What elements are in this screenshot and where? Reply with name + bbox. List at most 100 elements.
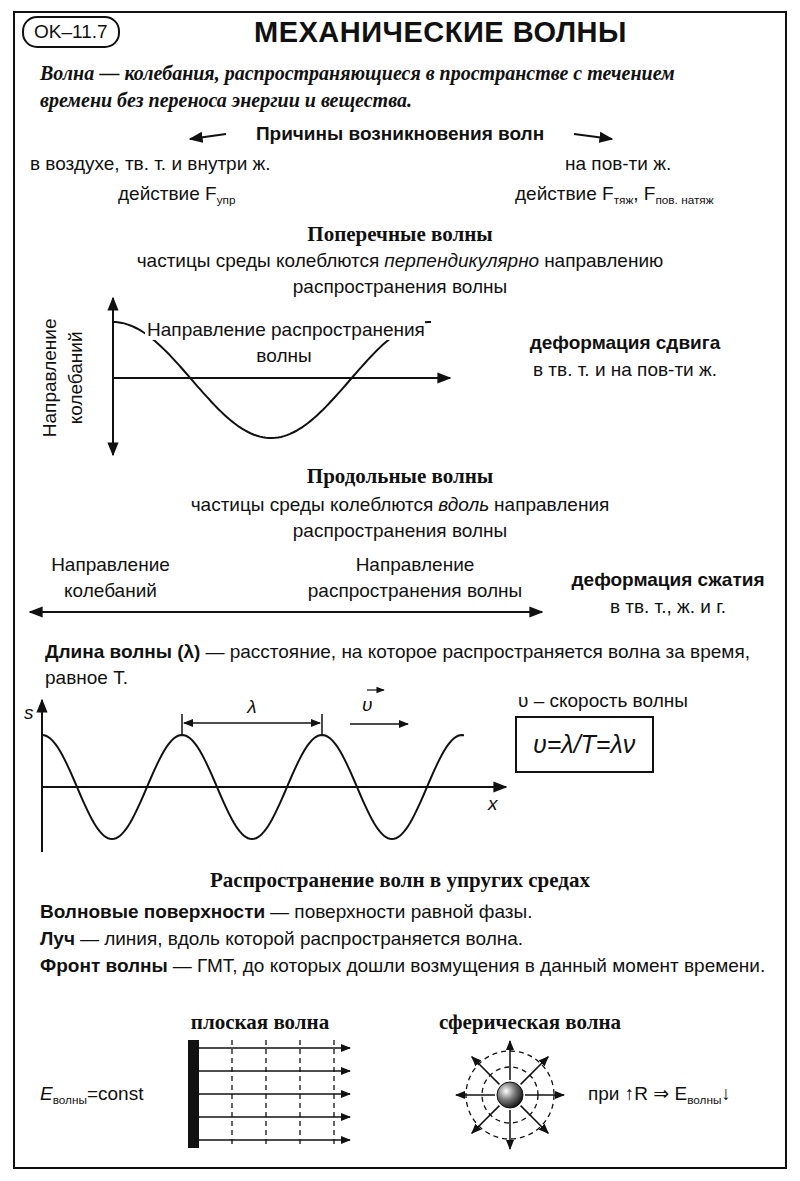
s-axis	[41, 700, 43, 852]
text-line: деформация сжатия	[548, 567, 788, 593]
label-text: Направление распространения волны	[308, 554, 522, 601]
label-text: сферическая волна	[439, 1010, 621, 1034]
label-text: частицы среды колеблются	[191, 494, 434, 515]
label-text: действие F	[118, 183, 217, 204]
text-line: Продольные волны	[200, 462, 600, 491]
ray	[199, 1093, 350, 1095]
text-line: деформация сдвига	[475, 330, 775, 356]
text-line: Длина волны (λ)— расстояние, на которое …	[45, 639, 770, 691]
ray	[509, 1110, 511, 1149]
text-line: Фронт волны— ГМТ, до которых дошли возму…	[40, 953, 780, 979]
text-line: частицы среды колеблютсявдольнаправления…	[150, 492, 650, 544]
text-line: Луч— линия, вдоль которой распространяет…	[40, 926, 780, 952]
text-line: υ	[362, 692, 392, 718]
ray	[456, 1094, 495, 1096]
sheet-code-box: OK–11.7	[22, 16, 120, 48]
text-line: Направление колебаний	[28, 552, 193, 604]
wavelength-arrow	[184, 722, 320, 724]
text-line: на пов-ти ж.	[565, 151, 780, 177]
label-text: x	[488, 793, 498, 814]
text-line: Eволны=const	[40, 1081, 185, 1108]
label-text: υ – скорость волны	[518, 690, 688, 711]
label-text: Распространение волн в упругих средах	[210, 868, 590, 892]
label-text: — ГМТ, до которых дошли возмущения в дан…	[173, 955, 765, 976]
vector-mark	[367, 689, 384, 690]
ray	[472, 1057, 500, 1085]
text-line: Причины возникновения волн	[230, 121, 570, 147]
label-text: Длина волны (λ)	[45, 641, 200, 662]
label-text: действие F	[515, 183, 614, 204]
label-text: вдоль	[438, 494, 489, 515]
text-line: плоская волна	[160, 1008, 360, 1037]
plane-wave	[199, 1040, 350, 1148]
text-line: Поперечные волны	[200, 220, 600, 249]
text-line: υ – скорость волны	[518, 688, 778, 714]
ray	[199, 1116, 350, 1118]
label-text: деформация сжатия	[572, 569, 765, 590]
wavelength-tick	[181, 714, 183, 734]
label-text: ↓	[721, 1083, 731, 1104]
text-line: s	[24, 700, 44, 726]
ray	[199, 1047, 350, 1049]
label-text: Направление распространения волны	[145, 319, 425, 366]
text-line: Волновые поверхности— поверхности равной…	[40, 899, 780, 925]
cause-arrow	[190, 134, 226, 139]
label-text: деформация сдвига	[530, 332, 721, 353]
label-text: тяж	[614, 193, 634, 206]
label-text: Фронт волны	[40, 955, 168, 976]
text-line: частицы среды колеблютсяперпендикулярнон…	[80, 248, 720, 300]
label-text: Причины возникновения волн	[256, 123, 544, 144]
label-text: Продольные волны	[307, 464, 493, 488]
label-text: Волна	[40, 62, 94, 84]
text-line: Направление колебаний	[37, 315, 89, 440]
ray	[521, 1057, 549, 1085]
text-line: x	[488, 791, 512, 817]
spherical-wave	[456, 1041, 564, 1149]
page-frame	[14, 12, 786, 1168]
point-source	[497, 1082, 523, 1108]
text-line: Распространение волн в упругих средах	[100, 866, 700, 895]
label-text: в тв. т., ж. и г.	[610, 596, 726, 617]
label-text: Луч	[40, 928, 75, 949]
label-text: упр	[217, 193, 236, 206]
text-line: действие Fтяж, Fпов. натяж	[515, 181, 785, 208]
label-text: при ↑R ⇒ E	[588, 1083, 687, 1104]
ray	[509, 1041, 511, 1080]
label-text: υ	[362, 694, 372, 715]
label-text: λ	[247, 696, 256, 717]
node-text: OK–11.7	[34, 21, 108, 43]
plane-source	[188, 1040, 199, 1148]
label-text: в воздухе, тв. т. и внутри ж.	[30, 153, 271, 174]
cause-arrow	[574, 134, 612, 139]
label-text: на пов-ти ж.	[565, 153, 671, 174]
formula-box: υ=λ/T=λν	[515, 716, 654, 773]
label-text: Направление колебаний	[51, 554, 170, 601]
text-line: в воздухе, тв. т. и внутри ж.	[30, 151, 370, 177]
label-text: s	[24, 702, 34, 723]
ray	[472, 1106, 500, 1134]
label-text: — поверхности равной фазы.	[270, 901, 532, 922]
label-text: частицы среды колеблются	[137, 250, 380, 271]
sine-wave-curve	[42, 735, 464, 839]
text-line: Направление распространения волны	[135, 317, 435, 369]
text-line: λ	[232, 694, 272, 720]
label-text: плоская волна	[191, 1010, 329, 1034]
label-text: перпендикулярно	[384, 250, 539, 271]
label-text: E	[40, 1083, 53, 1104]
label-text: — колебания, распространяющиеся в простр…	[40, 62, 675, 111]
text-line: Волна— колебания, распространяющиеся в п…	[40, 60, 740, 114]
text-line: в тв. т. и на пов-ти ж.	[475, 357, 775, 383]
label-text: волны	[53, 1093, 87, 1106]
text-line: Направление распространения волны	[285, 552, 545, 604]
label-text: Поперечные волны	[307, 222, 492, 246]
ray	[199, 1139, 350, 1141]
wavelength-tick	[321, 714, 323, 734]
ray	[525, 1094, 564, 1096]
node-text: υ=λ/T=λν	[533, 730, 635, 759]
longitudinal-arrow	[30, 611, 542, 613]
ray	[199, 1070, 350, 1072]
velocity-arrow	[350, 723, 408, 725]
page-title: МЕХАНИЧЕСКИЕ ВОЛНЫ	[254, 16, 627, 49]
label-text: волны	[687, 1093, 721, 1106]
label-text: — линия, вдоль которой распространяется …	[80, 928, 523, 949]
